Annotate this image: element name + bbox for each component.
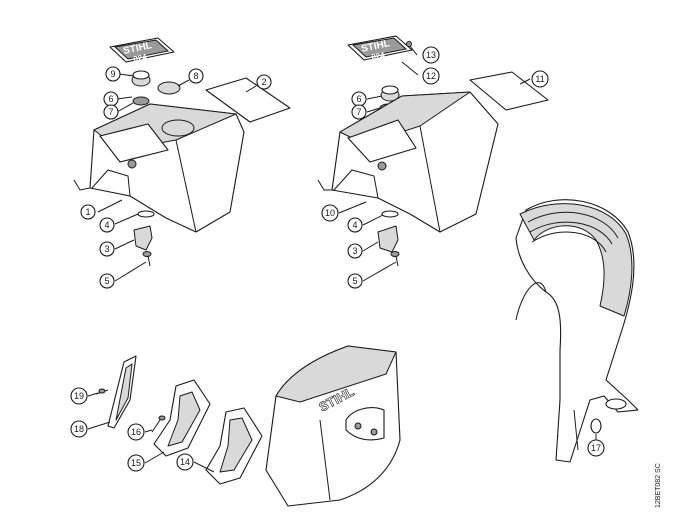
svg-text:8: 8 (193, 71, 198, 81)
svg-text:5: 5 (104, 276, 109, 286)
callout-13: 13 (422, 46, 440, 64)
callout-10: 10 (321, 204, 339, 222)
svg-text:6: 6 (108, 94, 113, 104)
grommet-part-7 (132, 96, 150, 106)
gasket-strip-2 (205, 77, 291, 123)
washer-part-17 (590, 418, 602, 434)
gasket-strip-11 (469, 71, 549, 111)
callout-1: 1 (80, 204, 96, 220)
callout-3-right: 3 (347, 243, 363, 259)
knob-top-6-right (381, 85, 399, 95)
model-decal-left: STIHL 024 (109, 37, 175, 64)
svg-text:3: 3 (104, 244, 109, 254)
svg-text:3: 3 (352, 246, 357, 256)
svg-text:5: 5 (352, 276, 357, 286)
decal-model-right: 024 (371, 50, 386, 62)
svg-text:4: 4 (352, 220, 357, 230)
svg-text:17: 17 (591, 443, 601, 453)
svg-text:1: 1 (85, 207, 90, 217)
callout-8: 8 (188, 68, 204, 84)
reference-code: 12BET082 SC (655, 463, 662, 508)
svg-text:6: 6 (356, 94, 361, 104)
svg-text:15: 15 (131, 458, 141, 468)
callout-14: 14 (176, 453, 194, 471)
catcher-part-15 (153, 379, 211, 457)
svg-text:10: 10 (325, 208, 335, 218)
callout-6-right: 6 (351, 91, 367, 107)
right-shroud-assembly: STIHL 024 (317, 35, 549, 267)
callout-19: 19 (70, 387, 88, 405)
callout-18: 18 (70, 420, 88, 438)
callout-11: 11 (531, 70, 549, 88)
callout-3: 3 (99, 241, 115, 257)
callout-9: 9 (105, 66, 121, 82)
callout-15: 15 (127, 454, 145, 472)
svg-text:13: 13 (426, 50, 436, 60)
washer-part-4 (137, 210, 155, 218)
callout-12: 12 (422, 67, 440, 85)
left-shroud-assembly: STIHL 024 (73, 37, 291, 267)
callout-5: 5 (99, 273, 115, 289)
shroud-housing-10 (317, 91, 499, 233)
plug-part-13 (406, 41, 412, 47)
svg-text:9: 9 (110, 69, 115, 79)
callout-layer: 9 8 2 6 7 1 4 3 5 13 12 11 6 7 10 4 3 5 … (70, 45, 605, 473)
model-decal-right: STIHL 024 (347, 35, 413, 62)
screw-part-16 (151, 415, 166, 433)
callout-17: 17 (587, 439, 605, 457)
svg-text:18: 18 (74, 424, 84, 434)
svg-text:19: 19 (74, 391, 84, 401)
lever-part-3 (133, 225, 153, 251)
svg-text:16: 16 (131, 427, 141, 437)
screw-part-5-right (390, 251, 400, 267)
callout-7-right: 7 (351, 104, 367, 120)
svg-text:12: 12 (426, 71, 436, 81)
svg-text:11: 11 (535, 74, 544, 84)
callout-2: 2 (256, 74, 272, 90)
front-handle-bar (515, 199, 639, 463)
knob-top-6 (132, 70, 150, 80)
callout-16: 16 (127, 423, 145, 441)
callout-7: 7 (103, 104, 119, 120)
cap-part-8 (157, 81, 181, 95)
callout-5-right: 5 (347, 273, 363, 289)
washer-part-4-right (381, 210, 399, 218)
svg-text:7: 7 (356, 107, 361, 117)
callout-6: 6 (103, 91, 119, 107)
svg-text:4: 4 (104, 220, 109, 230)
catcher-part-14 (205, 407, 263, 485)
sprocket-cover: STIHL (265, 345, 401, 507)
svg-text:7: 7 (108, 107, 113, 117)
guard-plate-18 (107, 355, 137, 429)
svg-text:2: 2 (261, 77, 266, 87)
lever-part-3-right (377, 225, 399, 253)
shroud-housing-1 (73, 103, 245, 233)
callout-4: 4 (99, 217, 115, 233)
screw-part-5 (142, 251, 152, 267)
callout-4-right: 4 (347, 217, 363, 233)
decal-model-left: 024 (133, 52, 148, 64)
svg-text:14: 14 (180, 457, 190, 467)
